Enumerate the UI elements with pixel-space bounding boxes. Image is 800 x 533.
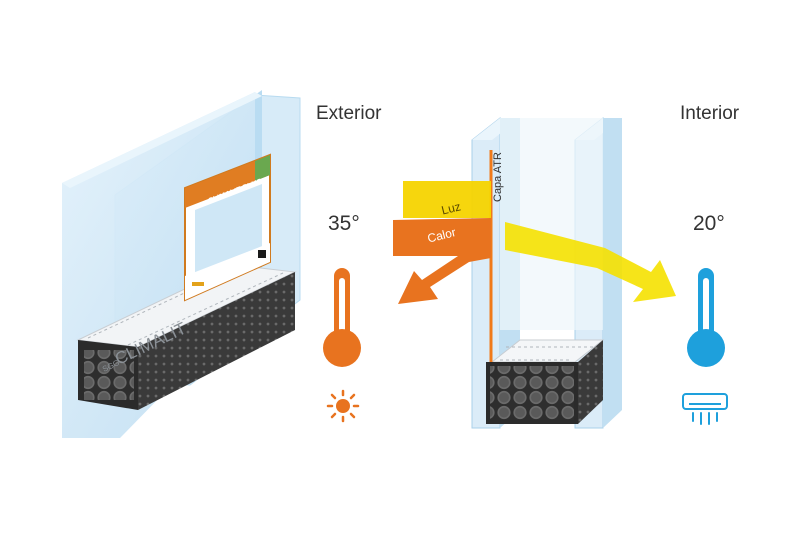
interior-label: Interior <box>680 103 740 124</box>
exterior-temperature: 35° <box>328 212 360 235</box>
spacer-side-face <box>138 272 295 410</box>
sun-icon <box>326 389 360 423</box>
left-glass-unit <box>62 90 301 438</box>
cross-section <box>471 116 622 429</box>
interior-thermometer-icon <box>687 268 725 367</box>
exterior-label: Exterior <box>316 103 382 124</box>
desiccant-beads <box>84 350 134 400</box>
label-brand-prefix: SGG <box>199 199 212 209</box>
heat-arrow <box>393 218 491 304</box>
air-conditioner-icon <box>682 393 728 425</box>
cavity-desiccant-beads <box>490 366 574 420</box>
atr-coating-label: Capa ATR <box>492 152 504 202</box>
product-label <box>184 153 271 302</box>
light-arrow <box>403 181 676 302</box>
exterior-thermometer-icon <box>323 268 361 367</box>
interior-temperature: 20° <box>693 212 725 235</box>
